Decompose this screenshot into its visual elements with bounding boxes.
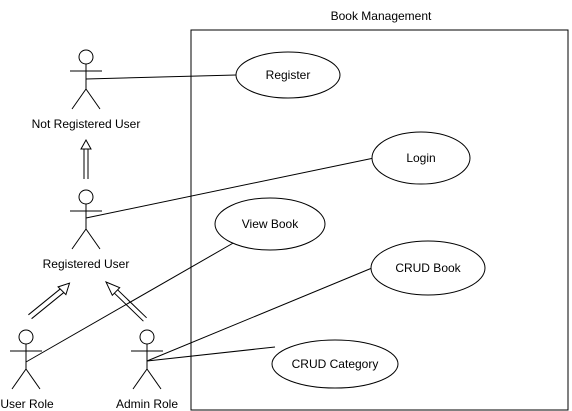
- actor-head-icon: [78, 49, 94, 65]
- association-admin-role-crud-category[interactable]: [146, 346, 276, 362]
- association-admin-role-crud-book[interactable]: [146, 267, 373, 362]
- generalization-user-role-to-registered[interactable]: [28, 282, 71, 320]
- generalization-admin-role-to-registered[interactable]: [104, 281, 147, 322]
- actor-not-registered-user[interactable]: [70, 49, 102, 110]
- use-case-crud-category-label: CRUD Category: [292, 357, 379, 371]
- actor-registered-user-label: Registered User: [43, 257, 130, 271]
- actor-head-icon: [139, 329, 155, 345]
- actor-registered-user[interactable]: [70, 189, 102, 250]
- use-case-login[interactable]: Login: [371, 131, 471, 185]
- use-case-view-book-label: View Book: [242, 217, 299, 231]
- actor-head-icon: [78, 189, 94, 205]
- association-registered-login[interactable]: [85, 157, 375, 219]
- actor-user-role[interactable]: [10, 329, 42, 390]
- use-case-view-book[interactable]: View Book: [214, 197, 326, 251]
- use-case-crud-book-label: CRUD Book: [395, 261, 461, 275]
- use-case-crud-category[interactable]: CRUD Category: [271, 339, 399, 389]
- use-case-login-label: Login: [406, 151, 435, 165]
- actor-not-registered-user-label: Not Registered User: [32, 117, 141, 131]
- association-not-registered-register[interactable]: [85, 74, 237, 80]
- use-case-register[interactable]: Register: [235, 51, 341, 99]
- use-case-register-label: Register: [266, 68, 311, 82]
- use-case-crud-book[interactable]: CRUD Book: [370, 240, 486, 296]
- actor-admin-role-label: Admin Role: [116, 397, 178, 411]
- generalization-registered-to-not-registered[interactable]: [80, 138, 92, 179]
- system-title: Book Management: [331, 9, 432, 23]
- actor-head-icon: [18, 329, 34, 345]
- actor-user-role-label: User Role: [0, 397, 54, 411]
- actor-admin-role[interactable]: [131, 329, 163, 390]
